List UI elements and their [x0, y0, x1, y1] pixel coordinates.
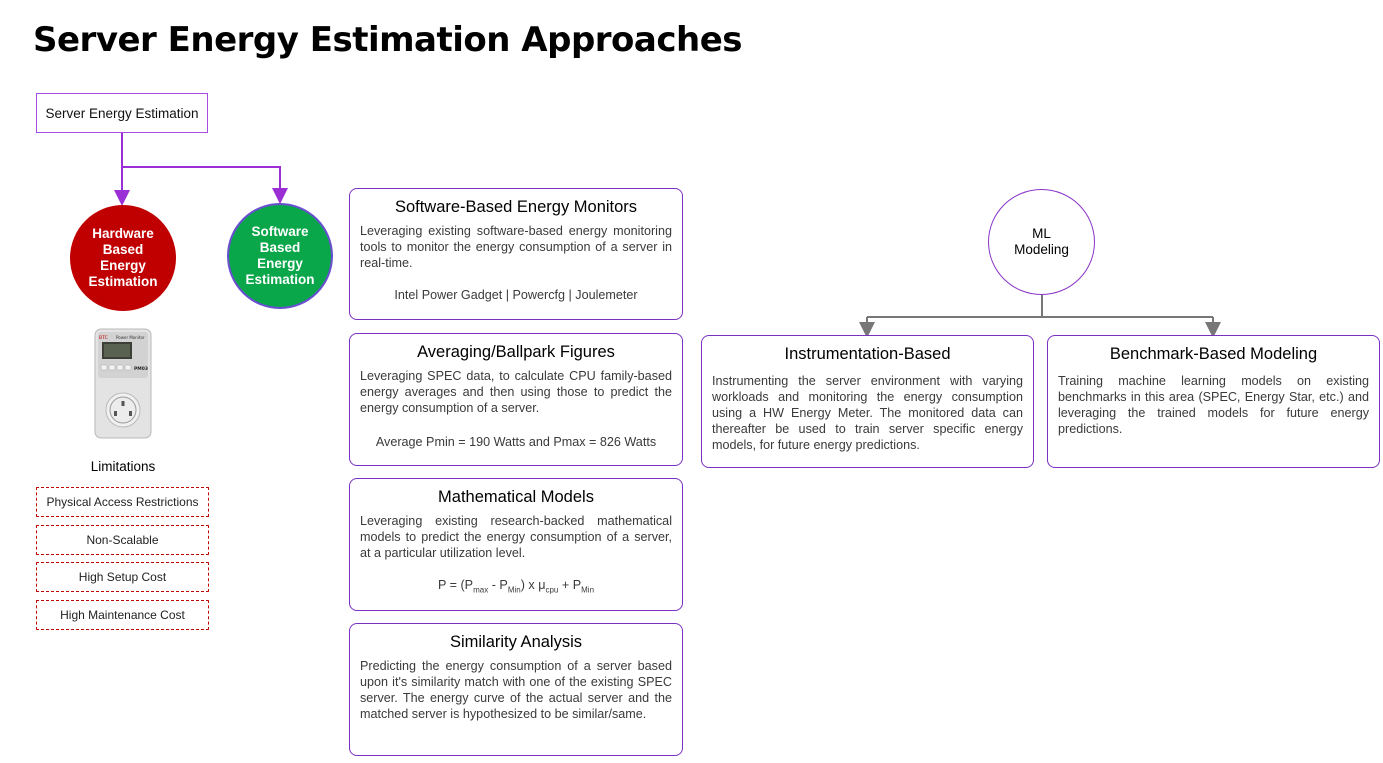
limitation-item: High Maintenance Cost	[36, 600, 209, 630]
card-similarity-analysis: Similarity Analysis Predicting the energ…	[349, 623, 683, 756]
power-formula: P = (Pmax - PMin) x μcpu + PMin	[437, 578, 595, 595]
card-mathematical-models: Mathematical Models Leveraging existing …	[349, 478, 683, 611]
software-label-line: Estimation	[245, 272, 315, 287]
ml-label-line: ML	[1032, 226, 1051, 241]
root-node: Server Energy Estimation	[36, 93, 208, 133]
software-based-node: Software Based Energy Estimation	[227, 203, 333, 309]
card-title: Similarity Analysis	[449, 633, 583, 651]
limitations-title: Limitations	[90, 459, 156, 474]
card-body: Leveraging existing software-based energ…	[360, 224, 672, 270]
card-title: Instrumentation-Based	[784, 345, 951, 363]
card-body: Instrumenting the server environment wit…	[712, 374, 1023, 452]
card-average-values: Average Pmin = 190 Watts and Pmax = 826 …	[375, 435, 657, 449]
software-label-line: Energy	[257, 256, 303, 271]
card-title: Benchmark-Based Modeling	[1109, 345, 1318, 363]
card-title: Mathematical Models	[438, 488, 594, 506]
card-tools: Intel Power Gadget | Powercfg | Joulemet…	[394, 288, 638, 302]
limitation-item: Non-Scalable	[36, 525, 209, 555]
card-software-monitors: Software-Based Energy Monitors Leveragin…	[349, 188, 683, 320]
ml-modeling-node: ML Modeling	[988, 189, 1095, 295]
device-brand: BTC	[99, 335, 108, 341]
hardware-based-node: Hardware Based Energy Estimation	[70, 205, 176, 311]
card-title: Software-Based Energy Monitors	[394, 198, 638, 216]
software-label-line: Software	[251, 224, 309, 239]
power-meter-image: BTC Power Monitor PM03	[94, 328, 152, 439]
card-title: Averaging/Ballpark Figures	[417, 343, 615, 361]
card-benchmark-based: Benchmark-Based Modeling Training machin…	[1047, 335, 1380, 468]
root-connectors	[114, 133, 288, 206]
card-body: Leveraging SPEC data, to calculate CPU f…	[360, 369, 672, 415]
limitation-item: Physical Access Restrictions	[36, 487, 209, 517]
hardware-label-line: Hardware	[92, 226, 154, 241]
hardware-label-line: Energy	[100, 258, 146, 273]
card-body: Leveraging existing research-backed math…	[360, 514, 672, 560]
ml-connectors	[859, 295, 1221, 338]
card-body: Predicting the energy consumption of a s…	[360, 659, 672, 721]
ml-label-line: Modeling	[1014, 242, 1069, 257]
limitation-item: High Setup Cost	[36, 562, 209, 592]
card-body: Training machine learning models on exis…	[1058, 374, 1369, 436]
device-label: Power Monitor	[116, 335, 145, 340]
card-instrumentation-based: Instrumentation-Based Instrumenting the …	[701, 335, 1034, 468]
page-title: Server Energy Estimation Approaches	[33, 20, 743, 60]
hardware-label-line: Estimation	[88, 274, 158, 289]
hardware-label-line: Based	[102, 242, 144, 257]
software-label-line: Based	[259, 240, 301, 255]
card-averaging: Averaging/Ballpark Figures Leveraging SP…	[349, 333, 683, 466]
device-model: PM03	[134, 366, 148, 372]
